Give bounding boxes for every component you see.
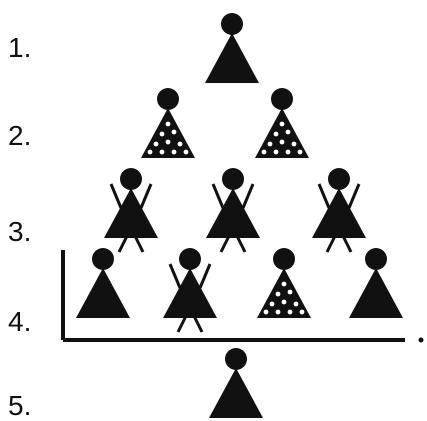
- figure-dot: [288, 310, 293, 315]
- row-label-1: 1.: [8, 34, 31, 62]
- figure-dot: [166, 122, 171, 127]
- figure-head: [179, 248, 201, 270]
- figure-dot: [178, 142, 183, 147]
- figure-head: [273, 248, 295, 270]
- figure-dot: [280, 122, 285, 127]
- figure-plain: [205, 13, 259, 83]
- row-label-3: 3.: [8, 218, 31, 246]
- figure-arm: [349, 184, 359, 208]
- figure-body: [349, 268, 403, 318]
- figure-body: [312, 188, 366, 238]
- figure-dot: [300, 310, 305, 315]
- figure-dotted: [141, 88, 195, 158]
- figure-head: [328, 168, 350, 190]
- row-label-4: 4.: [8, 308, 31, 336]
- figure-plain: [209, 348, 263, 418]
- row-label-5: 5.: [8, 392, 31, 420]
- figure-dot: [282, 300, 287, 305]
- figure-head: [221, 13, 243, 35]
- figure-dot: [286, 130, 291, 135]
- figure-arm: [111, 184, 121, 208]
- figure-head: [92, 248, 114, 270]
- figure-dot: [154, 142, 159, 147]
- figure-dot: [286, 150, 291, 155]
- figure-arm: [170, 264, 180, 288]
- figures-group: [76, 13, 403, 418]
- figure-dot: [166, 140, 171, 145]
- figure-dotted: [257, 248, 311, 318]
- figure-body: [205, 33, 259, 83]
- figure-body: [76, 268, 130, 318]
- figure-dot: [298, 150, 303, 155]
- figure-dot: [282, 282, 287, 287]
- figure-dot: [280, 140, 285, 145]
- figure-arm: [243, 184, 253, 208]
- figure-dot: [160, 132, 165, 137]
- figure-dot: [172, 150, 177, 155]
- figure-dot: [172, 130, 177, 135]
- figure-dotted: [255, 88, 309, 158]
- figure-plain: [349, 248, 403, 318]
- figure-dot: [268, 142, 273, 147]
- figure-dot: [264, 310, 269, 315]
- figure-body: [163, 268, 217, 318]
- figure-arm: [213, 184, 223, 208]
- figure-body: [209, 368, 263, 418]
- figure-head: [271, 88, 293, 110]
- figure-arm: [141, 184, 151, 208]
- figure-limbs: [312, 168, 366, 252]
- figure-plain: [76, 248, 130, 318]
- trailing-dot: [419, 338, 424, 343]
- figure-dot: [274, 150, 279, 155]
- figure-dot: [276, 292, 281, 297]
- figure-dot: [270, 302, 275, 307]
- figure-head: [120, 168, 142, 190]
- figure-dot: [276, 310, 281, 315]
- figure-body: [104, 188, 158, 238]
- figure-dot: [184, 150, 189, 155]
- figure-head: [365, 248, 387, 270]
- figure-dot: [288, 290, 293, 295]
- figure-head: [225, 348, 247, 370]
- figure-dot: [294, 302, 299, 307]
- figure-arm: [200, 264, 210, 288]
- row-label-2: 2.: [8, 122, 31, 150]
- figure-dot: [274, 132, 279, 137]
- figure-dot: [148, 150, 153, 155]
- figure-arm: [319, 184, 329, 208]
- figure-dot: [262, 150, 267, 155]
- figure-dot: [292, 142, 297, 147]
- figure-body: [206, 188, 260, 238]
- figure-limbs: [163, 248, 217, 332]
- figure-limbs: [206, 168, 260, 252]
- figure-limbs: [104, 168, 158, 252]
- figure-head: [222, 168, 244, 190]
- figure-head: [157, 88, 179, 110]
- figure-dot: [160, 150, 165, 155]
